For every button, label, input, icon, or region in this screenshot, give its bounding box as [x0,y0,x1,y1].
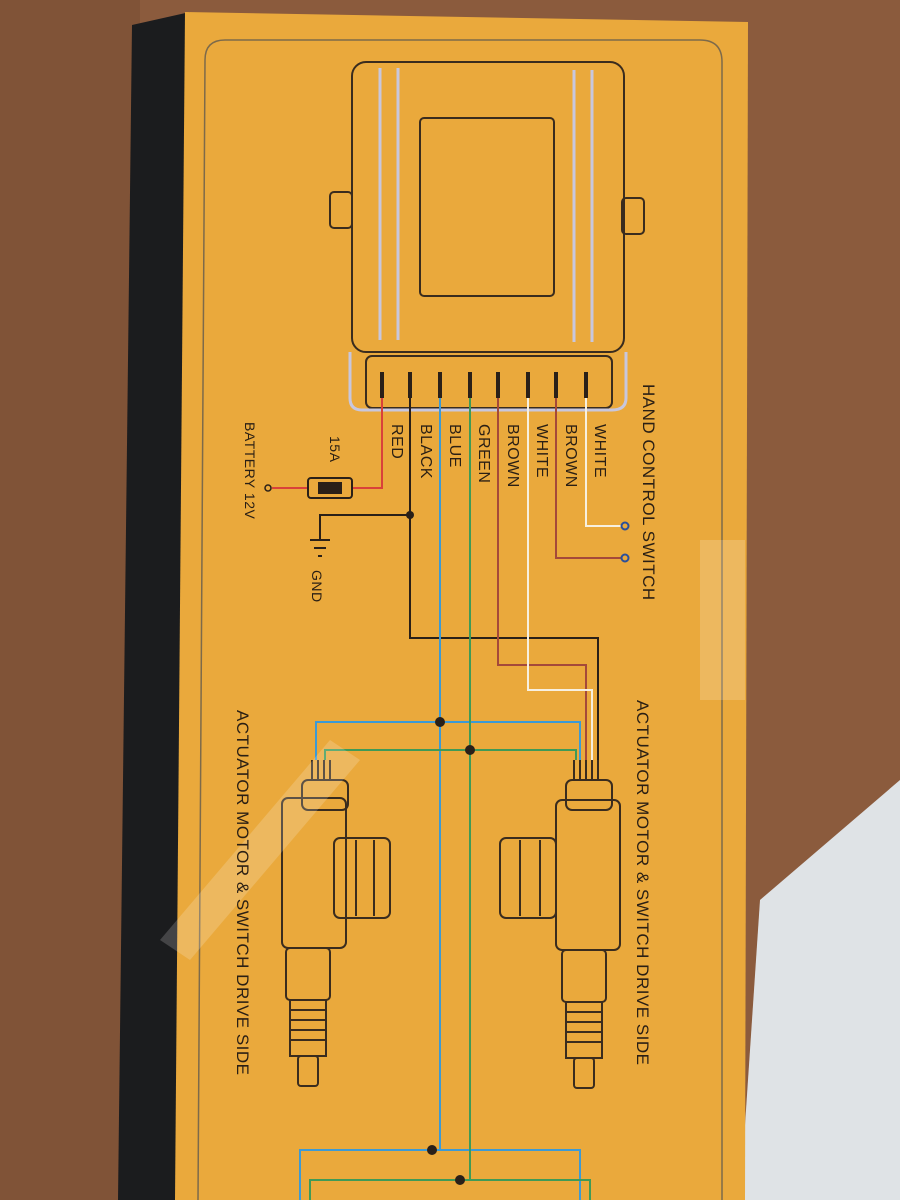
blue-branch-left [315,721,440,760]
white-wire-1 [527,398,593,760]
actuator-right-label: ACTUATOR MOTOR & SWITCH DRIVE SIDE [633,700,652,1066]
actuator-left [281,760,391,1087]
control-module [329,61,645,412]
wire-label-blue: BLUE [446,424,463,468]
gnd-label: GND [309,570,325,603]
box-black-side [118,12,190,1200]
red-wire [352,398,383,489]
green-wire [469,398,591,1200]
green-branch-left [324,749,470,760]
fuse-symbol [307,477,353,499]
ground-symbol [310,539,330,557]
hand-control-switch-label: HAND CONTROL SWITCH [639,384,658,601]
battery-label: BATTERY 12V [242,422,258,520]
switch-terminals [620,521,630,563]
wire-label-black: BLACK [417,424,434,479]
wire-label-white-2: WHITE [591,424,608,479]
brown-wire-2 [555,398,622,559]
blue-branch-bottom [299,1149,440,1200]
actuator-right [499,760,621,1089]
green-branch-bottom [309,1179,470,1200]
battery-terminal [264,484,272,492]
tape-glare [160,740,360,960]
green-branch-right [470,749,577,760]
wire-label-green: GREEN [475,424,492,484]
wire-label-brown-1: BROWN [504,424,521,488]
junction-dots [406,511,475,1185]
wire-label-brown-2: BROWN [562,424,579,488]
white-object [740,780,900,1200]
inner-border [197,39,723,1200]
gnd-branch [319,514,410,540]
wire-label-red: RED [388,424,405,460]
blue-branch-right [440,721,581,760]
glare-right [700,540,745,700]
white-wire-2 [585,398,622,527]
box-face [175,12,748,1200]
actuator-left-label: ACTUATOR MOTOR & SWITCH DRIVE SIDE [233,710,252,1076]
wire-label-white-1: WHITE [533,424,550,479]
brown-wire-1 [497,398,587,760]
wood-grain [0,0,140,1200]
fuse-rating-label: 15A [327,436,343,463]
connector-pins [380,372,588,398]
blue-wire [439,398,581,1200]
